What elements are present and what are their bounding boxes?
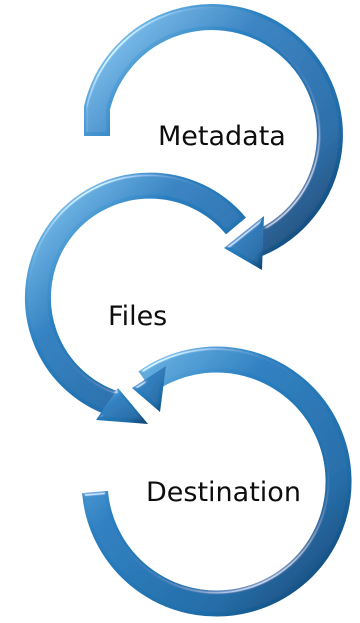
step-label-destination: Destination — [146, 477, 301, 508]
step-label-metadata: Metadata — [158, 121, 286, 152]
arrow-destination — [82, 346, 352, 617]
step-label-files: Files — [108, 301, 168, 332]
arrow-files — [24, 172, 246, 424]
arrow-metadata — [84, 4, 343, 270]
